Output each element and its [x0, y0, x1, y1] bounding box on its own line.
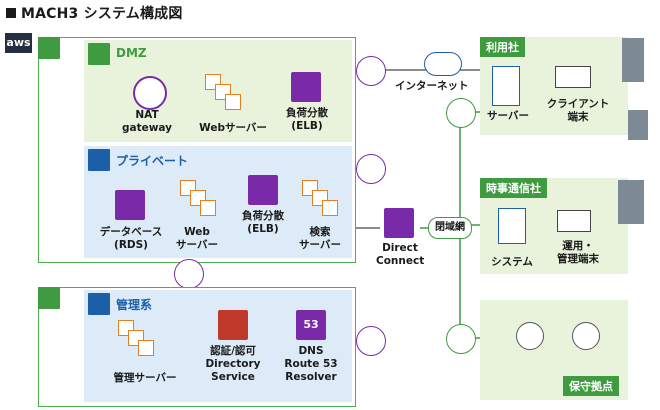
- cloud-icon-mgmt: [38, 287, 60, 309]
- vpn-lock-icon: [356, 154, 386, 184]
- operator-icon: [572, 322, 600, 350]
- lock-icon-private: [88, 149, 110, 171]
- user-server-label: サーバー: [487, 110, 529, 122]
- rds-label: データベース(RDS): [99, 226, 163, 251]
- internet-cloud-icon: [424, 52, 462, 76]
- cloud-icon: [38, 37, 60, 59]
- rds-icon: [115, 190, 145, 220]
- building-icon: [622, 38, 644, 82]
- router-icon-maintenance: [446, 324, 476, 354]
- site-user-company-header: 利用社: [480, 37, 525, 57]
- dmz-elb-icon: [291, 72, 321, 102]
- diagram-title: MACH3 システム構成図: [6, 3, 183, 23]
- vpc-peering-icon: [174, 259, 204, 289]
- search-server-icon: [302, 180, 348, 220]
- dmz-elb-label: 負荷分散(ELB): [286, 107, 328, 132]
- mgmt-server-label: 管理サーバー: [113, 372, 177, 384]
- operator-icon: [516, 322, 544, 350]
- laptop-icon: [555, 66, 591, 88]
- jiji-system-label: システム: [491, 256, 533, 268]
- lock-icon: [88, 43, 110, 65]
- user-client-label: クライアント端末: [546, 98, 610, 123]
- directory-service-icon: [218, 310, 248, 340]
- building-icon: [618, 180, 644, 224]
- site-jiji-header: 時事通信社: [480, 178, 547, 198]
- private-elb-label: 負荷分散(ELB): [242, 210, 284, 235]
- laptop-icon: [557, 210, 591, 232]
- dmz-label: DMZ: [116, 46, 147, 60]
- lock-icon-mgmt: [88, 293, 110, 315]
- site-maintenance-header: 保守拠点: [563, 376, 619, 396]
- server-rack-icon: [492, 66, 520, 106]
- jiji-ops-label: 運用・管理端末: [557, 240, 599, 265]
- internet-label: インターネット: [395, 80, 469, 92]
- mgmt-zone: [84, 290, 352, 402]
- mgmt-server-icon: [118, 320, 164, 360]
- direct-connect-icon: [384, 208, 414, 238]
- building-icon: [628, 110, 648, 140]
- route53-icon: 53: [296, 310, 326, 340]
- vpn-lock-icon-mgmt: [356, 326, 386, 356]
- mgmt-label: 管理系: [116, 298, 153, 312]
- private-web-server-icon: [180, 180, 226, 220]
- internet-gateway-icon: [356, 56, 386, 86]
- dmz-web-server-icon: [205, 74, 255, 114]
- closed-network-badge: 閉域網: [428, 217, 472, 239]
- title-square-icon: [6, 8, 16, 18]
- private-elb-icon: [248, 175, 278, 205]
- router-icon-user: [446, 98, 476, 128]
- private-label: プライベート: [116, 154, 189, 168]
- system-server-icon: [498, 208, 526, 244]
- search-server-label: 検索サーバー: [299, 226, 341, 251]
- aws-logo: aws: [5, 33, 32, 53]
- nat-gateway-icon: [133, 76, 167, 110]
- dmz-web-label: Webサーバー: [199, 122, 267, 134]
